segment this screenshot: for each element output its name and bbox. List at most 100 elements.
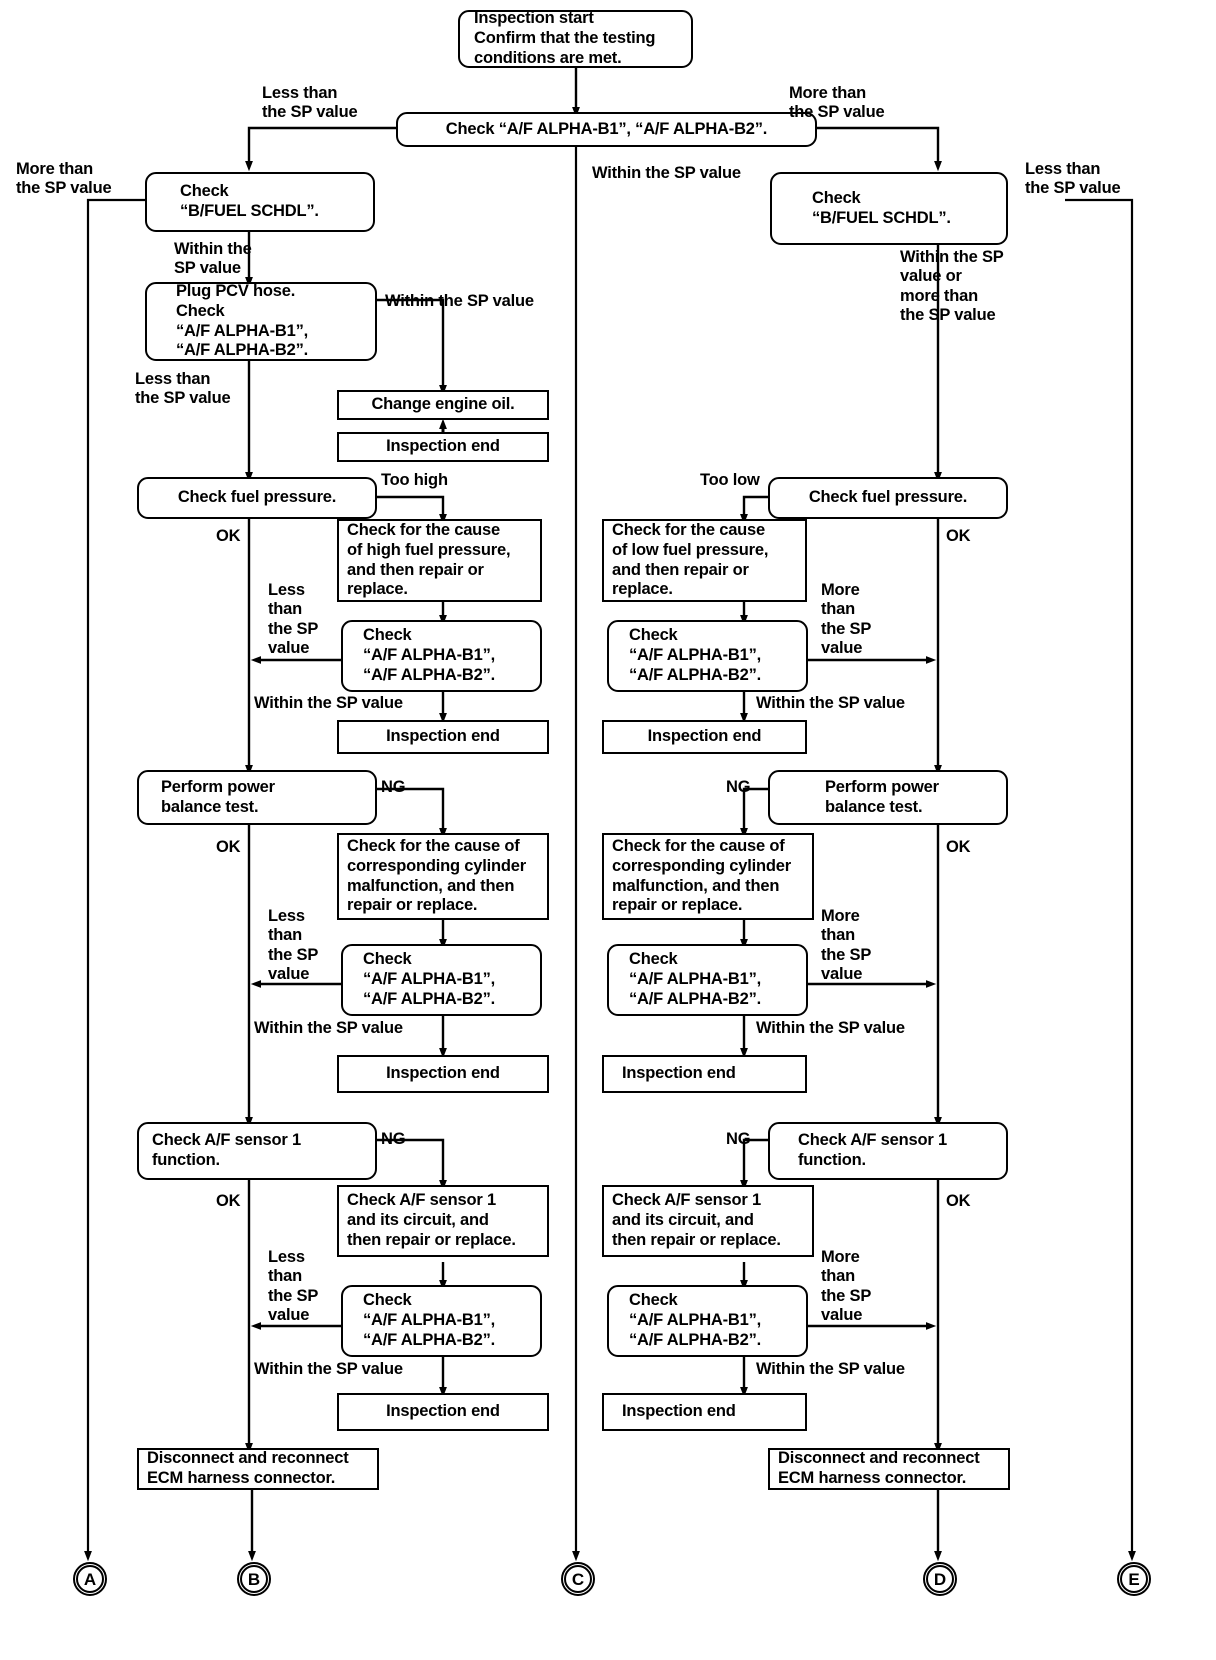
node-sensor-circuit-right[interactable]: Check A/F sensor 1 and its circuit, and … (602, 1185, 814, 1257)
node-line: Perform power (161, 777, 275, 796)
edge-label-less-than-left-pcv: Less than the SP value (135, 370, 231, 409)
node-inspection-start[interactable]: Inspection start Confirm that the testin… (458, 9, 693, 68)
node-cause-high-fuel-pressure[interactable]: Check for the cause of high fuel pressur… (337, 519, 542, 602)
node-line: function. (152, 1151, 220, 1169)
node-line: “A/F ALPHA-B1”, (629, 646, 762, 665)
node-line: replace. (347, 580, 408, 599)
node-ecm-harness-right[interactable]: Disconnect and reconnect ECM harness con… (768, 1448, 1010, 1490)
edge-line: value (821, 639, 863, 658)
node-ecm-harness-left[interactable]: Disconnect and reconnect ECM harness con… (137, 1448, 379, 1490)
edge-label-less-than-stack-left-2: Less than the SP value (268, 907, 318, 985)
edge-line: value (821, 965, 863, 984)
edge-line: the SP (268, 619, 319, 638)
edge-label-within-mid-top: Within the SP value (592, 164, 741, 183)
node-inspection-end-left-3[interactable]: Inspection end (337, 1393, 549, 1431)
edge-line: the SP value (262, 103, 358, 122)
edge-label-ok-left-2: OK (216, 838, 241, 857)
node-line: Check A/F sensor 1 (347, 1191, 496, 1210)
node-cause-low-fuel-pressure[interactable]: Check for the cause of low fuel pressure… (602, 519, 807, 602)
node-line: Perform power (825, 777, 939, 796)
node-line: “A/F ALPHA-B1”, (629, 1311, 762, 1330)
node-bfuel-schdl-left[interactable]: Check “B/FUEL SCHDL”. (145, 172, 375, 232)
node-line: Check A/F sensor 1 (612, 1191, 761, 1210)
edge-line: value (268, 639, 310, 658)
node-inspection-end-right-2[interactable]: Inspection end (602, 1055, 807, 1093)
node-inspection-end-right-1[interactable]: Inspection end (602, 720, 807, 754)
connector-label: D (926, 1565, 954, 1593)
node-line: Check (176, 301, 225, 320)
edge-label-more-than-far-left: More than the SP value (16, 160, 112, 199)
node-line: Plug PCV hose. (176, 281, 296, 300)
node-line: malfunction, and then (612, 876, 780, 895)
node-cylinder-malfunction-right[interactable]: Check for the cause of corresponding cyl… (602, 833, 814, 920)
node-inspection-end-oil[interactable]: Inspection end (337, 432, 549, 462)
edge-line: NG (726, 778, 751, 796)
node-check-af-alpha-left-1[interactable]: Check “A/F ALPHA-B1”, “A/F ALPHA-B2”. (341, 620, 542, 692)
node-line: Inspection end (647, 727, 762, 746)
edge-label-within-left-1: Within the SP value (174, 240, 252, 279)
node-check-af-alpha-top[interactable]: Check “A/F ALPHA-B1”, “A/F ALPHA-B2”. (396, 112, 817, 147)
node-inspection-end-left-1[interactable]: Inspection end (337, 720, 549, 754)
edge-line: Within the (174, 240, 252, 258)
node-power-balance-right[interactable]: Perform power balance test. (768, 770, 1008, 825)
node-check-af-sensor1-left[interactable]: Check A/F sensor 1 function. (137, 1122, 377, 1180)
edge-line: Within the SP value (254, 1019, 403, 1037)
edge-label-more-than-top: More than the SP value (789, 84, 885, 123)
edge-line: than (821, 1267, 856, 1286)
node-line: Check (363, 1291, 412, 1310)
node-check-af-alpha-left-2[interactable]: Check “A/F ALPHA-B1”, “A/F ALPHA-B2”. (341, 944, 542, 1016)
edge-label-within-right-sp-2: Within the SP value (756, 1019, 905, 1038)
connector-c[interactable]: C (561, 1562, 595, 1596)
node-line: “B/FUEL SCHDL”. (812, 208, 951, 227)
node-line: corresponding cylinder (347, 856, 526, 875)
connector-b[interactable]: B (237, 1562, 271, 1596)
node-line: Inspection end (386, 1402, 500, 1421)
edge-line: the SP value (789, 103, 885, 122)
edge-line: Within the SP value (756, 1019, 905, 1037)
node-check-af-alpha-right-1[interactable]: Check “A/F ALPHA-B1”, “A/F ALPHA-B2”. (607, 620, 808, 692)
node-line: Check (812, 188, 861, 207)
node-inspection-end-right-3[interactable]: Inspection end (602, 1393, 807, 1431)
edge-line: More (821, 1248, 860, 1266)
connector-a[interactable]: A (73, 1562, 107, 1596)
node-line: “A/F ALPHA-B2”. (629, 665, 762, 684)
node-check-af-alpha-left-3[interactable]: Check “A/F ALPHA-B1”, “A/F ALPHA-B2”. (341, 1285, 542, 1357)
node-line: Disconnect and reconnect (778, 1449, 980, 1468)
node-plug-pcv-hose[interactable]: Plug PCV hose. Check “A/F ALPHA-B1”, “A/… (145, 282, 377, 361)
edge-label-within-left-sp-2: Within the SP value (254, 1019, 403, 1038)
edge-line: the SP value (135, 389, 231, 408)
node-line: Check for the cause (612, 520, 766, 539)
connector-label: C (564, 1565, 592, 1593)
node-line: balance test. (825, 797, 923, 816)
node-inspection-end-left-2[interactable]: Inspection end (337, 1055, 549, 1093)
node-line: Check for the cause (347, 520, 501, 539)
edge-line: More (821, 907, 860, 925)
node-bfuel-schdl-right[interactable]: Check “B/FUEL SCHDL”. (770, 172, 1008, 245)
edge-line: OK (216, 527, 241, 545)
node-line: Check (363, 950, 412, 969)
edge-line: the SP (821, 1286, 872, 1305)
node-check-af-alpha-right-3[interactable]: Check “A/F ALPHA-B1”, “A/F ALPHA-B2”. (607, 1285, 808, 1357)
node-change-engine-oil[interactable]: Change engine oil. (337, 390, 549, 420)
node-line: Check fuel pressure. (177, 488, 337, 507)
node-check-fuel-pressure-left[interactable]: Check fuel pressure. (137, 477, 377, 519)
node-sensor-circuit-left[interactable]: Check A/F sensor 1 and its circuit, and … (337, 1185, 549, 1257)
edge-line: Less (268, 581, 305, 599)
edge-line: SP value (174, 259, 241, 278)
edge-line: more than (900, 286, 978, 305)
node-check-af-alpha-right-2[interactable]: Check “A/F ALPHA-B1”, “A/F ALPHA-B2”. (607, 944, 808, 1016)
node-check-af-sensor1-right[interactable]: Check A/F sensor 1 function. (768, 1122, 1008, 1180)
edge-label-ok-left-3: OK (216, 1192, 241, 1211)
node-line: conditions are met. (474, 48, 622, 67)
node-cylinder-malfunction-left[interactable]: Check for the cause of corresponding cyl… (337, 833, 549, 920)
node-power-balance-left[interactable]: Perform power balance test. (137, 770, 377, 825)
connector-e[interactable]: E (1117, 1562, 1151, 1596)
edge-line: the SP (268, 945, 319, 964)
edge-line: Too low (700, 471, 760, 489)
edge-line: OK (216, 1192, 241, 1210)
node-line: then repair or replace. (612, 1230, 781, 1249)
node-check-fuel-pressure-right[interactable]: Check fuel pressure. (768, 477, 1008, 519)
edge-line: NG (726, 1130, 751, 1148)
connector-d[interactable]: D (923, 1562, 957, 1596)
